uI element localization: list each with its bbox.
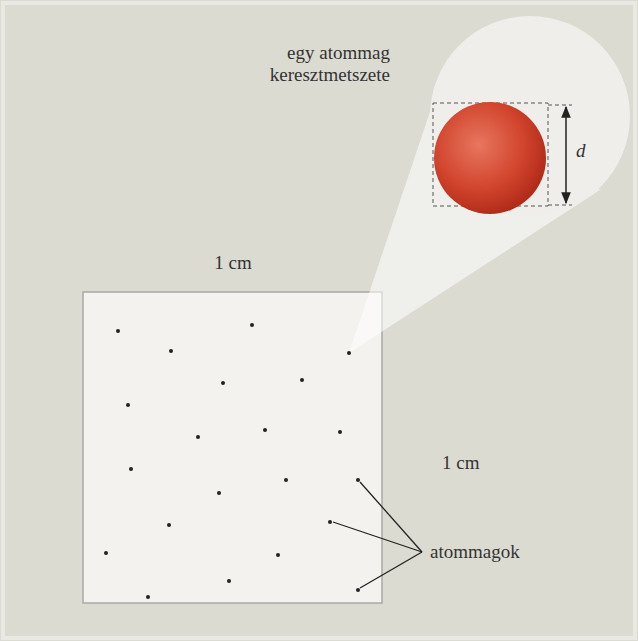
dimension-extension [548, 205, 572, 206]
nucleus-sphere [434, 102, 546, 214]
dimension-label: 1 cm [442, 452, 479, 474]
annotation-label: egy atommag keresztmetszete [240, 42, 390, 86]
nucleus-dots [104, 323, 360, 599]
annotation-label: atommagok [430, 541, 520, 563]
leader-lines [333, 482, 422, 588]
dimension-extension [548, 105, 572, 106]
frame [3, 3, 635, 638]
square-area [83, 292, 382, 603]
zoom-circle [430, 16, 630, 216]
dimension-label: 1 cm [214, 252, 251, 274]
dimension-arrow [565, 107, 567, 203]
dimension-label: d [576, 140, 586, 162]
